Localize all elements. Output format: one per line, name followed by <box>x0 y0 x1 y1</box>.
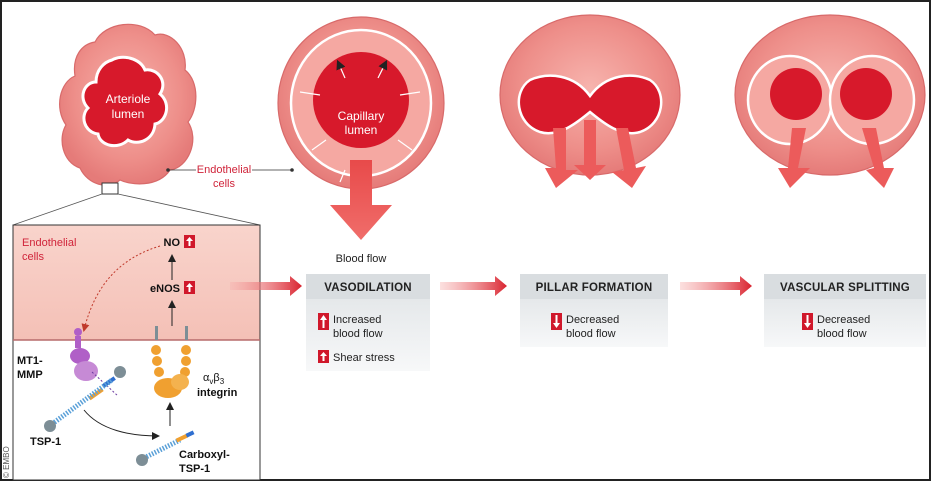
stage-pillar-formation: PILLAR FORMATION Decreased blood flow <box>520 274 668 347</box>
mt1-mmp-label-1: MT1- <box>17 355 43 367</box>
blood-flow-label: Blood flow <box>336 253 387 265</box>
inset-panel: Endothelial cells NO eNOS MT1- MMP <box>2 194 260 480</box>
stage-title: VASODILATION <box>324 282 412 294</box>
enos-label: eNOS <box>150 283 180 295</box>
stage-item-text: Shear stress <box>333 352 395 364</box>
stage-vasodilation: VASODILATION Increased blood flow Shear … <box>306 274 430 371</box>
stage-item-text: blood flow <box>566 328 616 340</box>
inset-zoom-line-right <box>118 194 260 225</box>
inset-endothelial-label-1: Endothelial <box>22 237 76 249</box>
pillar-vessel <box>500 15 680 188</box>
process-arrow-2 <box>440 276 507 296</box>
stage-item-text: Decreased <box>817 314 870 326</box>
capillary-lumen-label-2: lumen <box>345 123 378 137</box>
stage-item-text: Increased <box>333 314 381 326</box>
stage-title: PILLAR FORMATION <box>536 282 653 294</box>
integrin-label: integrin <box>197 387 238 399</box>
arteriole-lumen-label-2: lumen <box>112 107 145 121</box>
no-label: NO <box>164 237 181 249</box>
split-lumen-left <box>770 68 822 120</box>
inset-source-box <box>102 183 118 194</box>
tsp1-label: TSP-1 <box>30 436 61 448</box>
endothelial-cells-label-1: Endothelial <box>197 164 251 176</box>
carboxyl-tsp1-label-1: Carboxyl- <box>179 449 230 461</box>
split-lumen-right <box>840 68 892 120</box>
split-vessel <box>735 15 925 188</box>
copyright-label: © EMBO <box>2 446 11 478</box>
endothelial-cells-label-2: cells <box>213 178 236 190</box>
stage-item-text: blood flow <box>333 328 383 340</box>
stage-title: VASCULAR SPLITTING <box>780 282 910 294</box>
arteriole: Arteriole lumen <box>60 24 196 194</box>
endothelial-leader-dot-left <box>166 168 170 172</box>
inset-zoom-line-left <box>13 194 102 225</box>
mt1-mmp-label-2: MMP <box>17 369 43 381</box>
inset-endothelial-label-2: cells <box>22 251 45 263</box>
arteriole-lumen-label-1: Arteriole <box>106 92 151 106</box>
capillary-dilated: Capillary lumen <box>278 17 444 240</box>
endothelial-leader-dot-right <box>290 168 294 172</box>
stage-item-text: Decreased <box>566 314 619 326</box>
stage-item-text: blood flow <box>817 328 867 340</box>
capillary-lumen-label-1: Capillary <box>338 109 385 123</box>
process-arrow-3 <box>680 276 752 296</box>
stage-vascular-splitting: VASCULAR SPLITTING Decreased blood flow <box>764 274 926 347</box>
carboxyl-tsp1-label-2: TSP-1 <box>179 463 210 475</box>
